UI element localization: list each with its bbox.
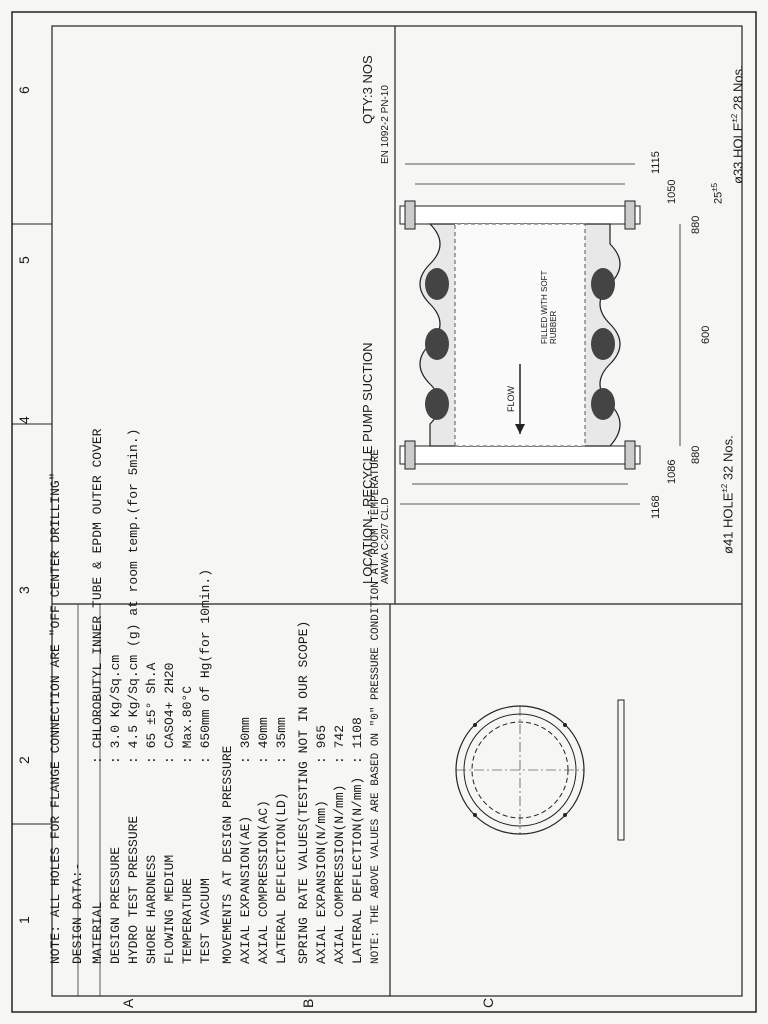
- qty-label: QTY:3 NOS: [360, 55, 375, 124]
- dim-1086: 1086: [666, 459, 678, 484]
- row-axial-expansion: AXIAL EXPANSION(AE): 30mm: [238, 717, 253, 964]
- notes-grid: [77, 604, 101, 996]
- col-label-4: 4: [16, 416, 32, 424]
- spring-heading: SPRING RATE VALUES(TESTING NOT IN OUR SC…: [296, 620, 311, 964]
- dim-25: 25±5: [710, 182, 725, 204]
- row-spring-ld: LATERAL DEFLECTION(N/mm): 1108: [350, 717, 365, 964]
- col-label-5: 5: [16, 256, 32, 264]
- filled-label: FILLED WITH SOFT RUBBER: [540, 270, 558, 344]
- design-data-heading: DESIGN DATA:-: [70, 862, 85, 964]
- dim-1050: 1050: [666, 179, 678, 204]
- movements-heading: MOVEMENTS AT DESIGN PRESSURE: [220, 745, 235, 964]
- col-label-6: 6: [16, 86, 32, 94]
- dim-880-b: 880: [690, 215, 702, 234]
- col-label-3: 3: [16, 586, 32, 594]
- holes-note: NOTE: ALL HOLES FOR FLANGE CONNECTION AR…: [48, 472, 63, 964]
- awwa-label: AWWA C-207 CL.D: [380, 497, 391, 585]
- row-flowing-medium: FLOWING MEDIUM: CASO4+ 2H20: [162, 662, 177, 964]
- dim-880-a: 880: [690, 445, 702, 464]
- dim-1115: 1115: [650, 151, 662, 174]
- row-label-c: C: [480, 997, 496, 1008]
- hole-bottom-label: ø33 HOLE±2 28 Nos.: [730, 65, 746, 184]
- dim-1168: 1168: [650, 495, 662, 519]
- hole-top-label: ø41 HOLE±2 32 Nos.: [720, 435, 736, 554]
- joint-section-view: [399, 163, 681, 505]
- row-hydro-test: HYDRO TEST PRESSURE: 4.5 Kg/Sq.cm (g) at…: [126, 428, 141, 964]
- row-lateral-deflection: LATERAL DEFLECTION(LD): 35mm: [274, 717, 289, 964]
- flow-label: FLOW: [506, 386, 516, 412]
- row-spring-ae: AXIAL EXPANSION(N/mm): 965: [314, 724, 329, 964]
- row-shore-hardness: SHORE HARDNESS: 65 ±5° Sh.A: [144, 662, 159, 964]
- inner-frame: [51, 25, 743, 997]
- location-label: LOCATION - RECYCLE PUMP SUCTION: [360, 342, 375, 585]
- row-label-b: B: [300, 998, 316, 1008]
- row-axial-compression: AXIAL COMPRESSION(AC): 40mm: [256, 717, 271, 964]
- row-design-pressure: DESIGN PRESSURE: 3.0 Kg/Sq.cm: [108, 654, 123, 964]
- row-temperature: TEMPERATURE: Max.80°C: [180, 685, 195, 964]
- outer-frame: [11, 11, 757, 1013]
- row-label-a: A: [120, 998, 136, 1008]
- row-material: MATERIAL: CHLOROBUTYL INNER TUBE & EPDM …: [90, 428, 105, 964]
- dim-600: 600: [700, 325, 712, 344]
- en-label: EN 1092-2 PN-10: [380, 85, 391, 164]
- row-test-vacuum: TEST VACUUM: 650mm of Hg(for 10min.): [198, 568, 213, 964]
- col-label-1: 1: [16, 916, 32, 924]
- col-label-2: 2: [16, 756, 32, 764]
- row-spring-ac: AXIAL COMPRESSION(N/mm): 742: [332, 724, 347, 964]
